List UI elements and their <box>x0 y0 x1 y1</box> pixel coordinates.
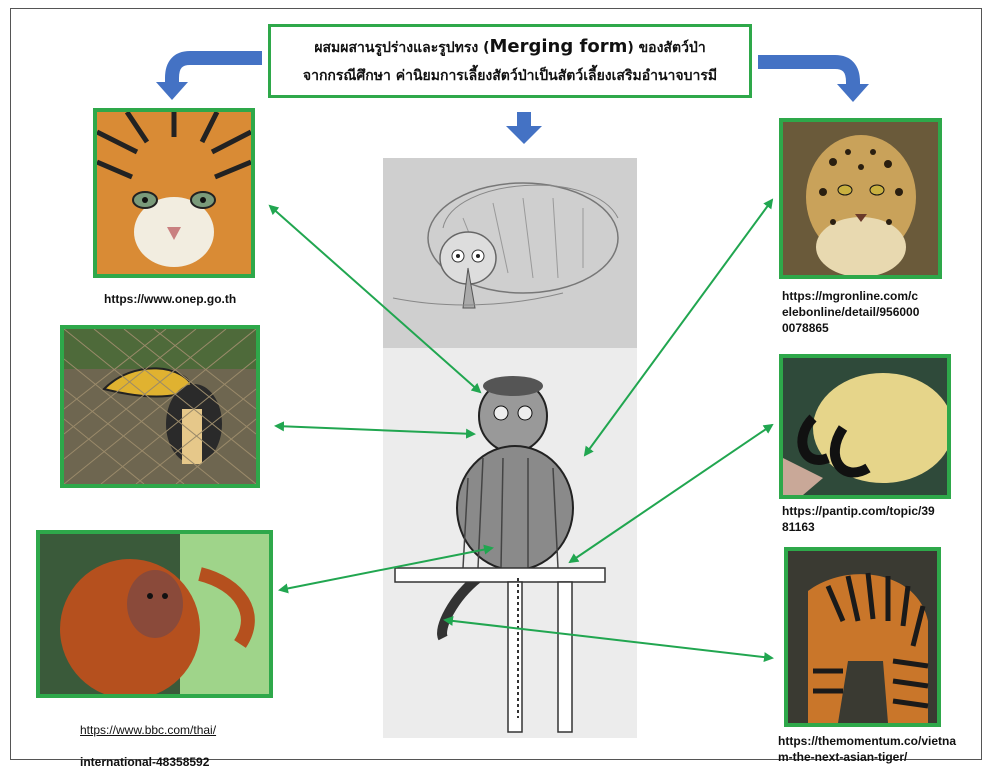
title-line-1: ผสมผสานรูปร่างและรูปทรง (Merging form) ข… <box>314 33 705 62</box>
claw-photo <box>779 354 951 499</box>
orangutan-photo <box>36 530 273 698</box>
title-line-1-suffix: ) ของสัตว์ป่า <box>627 40 705 56</box>
title-box: ผสมผสานรูปร่างและรูปทรง (Merging form) ข… <box>268 24 752 98</box>
tiger-body-photo <box>784 547 941 727</box>
leopard-photo <box>779 118 942 279</box>
title-line-1-prefix: ผสมผสานรูปร่างและรูปทรง ( <box>314 40 489 56</box>
source-caption-tiger-body: https://themomentum.co/vietna m-the-next… <box>778 733 956 765</box>
merged-creature-drawing <box>383 158 637 738</box>
orangutan-source-line-1: https://www.bbc.com/thai/ <box>80 723 216 737</box>
hornbill-photo <box>60 325 260 488</box>
tiger-face-photo <box>93 108 255 278</box>
title-merging-form: Merging form <box>489 36 627 57</box>
source-caption-orangutan: https://www.bbc.com/thai/ international-… <box>80 706 216 770</box>
source-caption-leopard: https://mgronline.com/c elebonline/detai… <box>782 288 919 336</box>
title-line-2: จากกรณีศึกษา ค่านิยมการเลี้ยงสัตว์ป่าเป็… <box>303 62 717 90</box>
source-caption-claw: https://pantip.com/topic/39 81163 <box>782 503 935 535</box>
source-caption-tiger-face: https://www.onep.go.th <box>104 291 236 307</box>
